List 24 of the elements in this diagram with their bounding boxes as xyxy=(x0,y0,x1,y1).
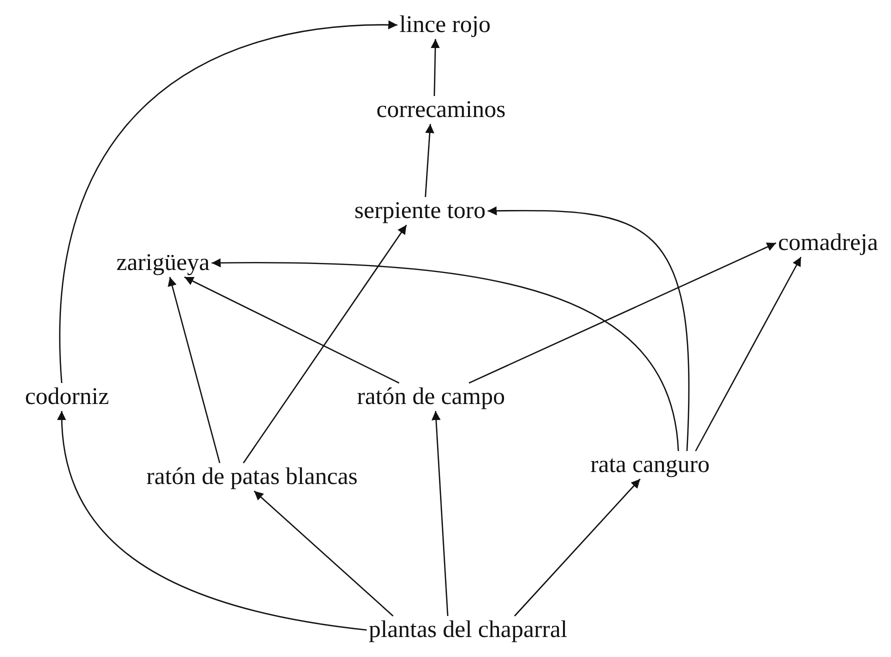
arrow xyxy=(695,256,802,452)
arrow xyxy=(424,124,434,198)
species-label: correcaminos xyxy=(374,96,508,124)
arrow xyxy=(488,206,690,452)
species-label: codorniz xyxy=(23,383,111,411)
species-label: ratón de patas blancas xyxy=(144,463,360,491)
arrow xyxy=(242,224,407,464)
arrow xyxy=(184,276,400,384)
arrow xyxy=(168,276,220,464)
species-label: serpiente toro xyxy=(352,197,488,225)
arrow xyxy=(430,38,440,96)
species-label: plantas del chaparral xyxy=(366,616,570,644)
species-label: ratón de campo xyxy=(355,383,507,411)
species-label: rata canguro xyxy=(588,451,712,479)
arrow xyxy=(212,258,679,452)
arrow xyxy=(58,410,367,631)
species-label: zarigüeya xyxy=(114,249,212,277)
arrow xyxy=(254,490,394,616)
species-label: lince rojo xyxy=(397,11,493,39)
arrow xyxy=(432,410,448,616)
arrow xyxy=(59,20,398,384)
arrow xyxy=(468,242,776,384)
species-label: comadreja xyxy=(776,229,880,257)
arrow xyxy=(514,478,641,616)
